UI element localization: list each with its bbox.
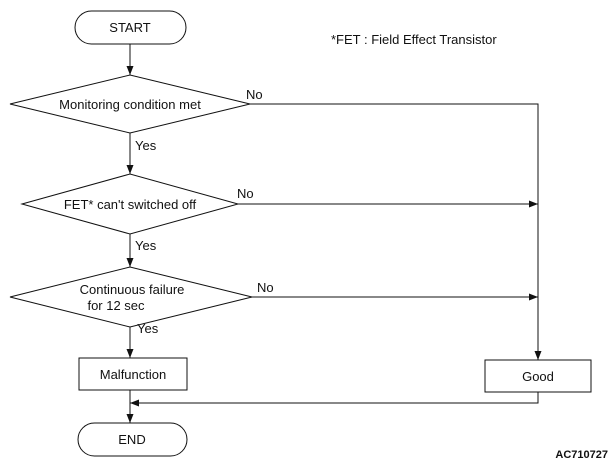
decision-monitoring-condition: Monitoring condition met bbox=[9, 74, 251, 134]
good-label: Good bbox=[522, 369, 554, 384]
decision-fet-switch: FET* can't switched off bbox=[20, 173, 240, 235]
arrowhead-start-d1 bbox=[126, 66, 134, 75]
edge-label-d2-yes: Yes bbox=[135, 238, 157, 253]
end-terminal: END bbox=[77, 422, 188, 457]
arrowhead-d2-d3 bbox=[126, 258, 134, 267]
arrowhead-malfunction-end bbox=[126, 414, 134, 423]
edge-label-d3-yes: Yes bbox=[137, 321, 159, 336]
decision-fet-label: FET* can't switched off bbox=[64, 197, 197, 212]
edge-label-d2-no: No bbox=[237, 186, 254, 201]
connectors bbox=[126, 44, 542, 423]
figure-id: AC710727 bbox=[555, 449, 608, 461]
fet-footnote: *FET : Field Effect Transistor bbox=[331, 32, 497, 47]
edge-label-d1-no: No bbox=[246, 87, 263, 102]
start-terminal: START bbox=[74, 10, 187, 45]
start-label: START bbox=[109, 20, 150, 35]
arrowhead-d3-no bbox=[529, 293, 538, 301]
end-label: END bbox=[118, 432, 145, 447]
decision-continuous-label-2: for 12 sec bbox=[87, 298, 145, 313]
malfunction-box: Malfunction bbox=[78, 357, 188, 391]
edge-label-d3-no: No bbox=[257, 280, 274, 295]
good-box: Good bbox=[484, 359, 592, 393]
decision-monitoring-label: Monitoring condition met bbox=[59, 97, 201, 112]
arrowhead-to-good bbox=[534, 351, 542, 360]
arrowhead-d2-no bbox=[529, 200, 538, 208]
edge-label-d1-yes: Yes bbox=[135, 138, 157, 153]
decision-continuous-label-1: Continuous failure bbox=[80, 282, 185, 297]
malfunction-label: Malfunction bbox=[100, 367, 166, 382]
decision-continuous-failure: Continuous failure for 12 sec bbox=[9, 266, 253, 328]
connector-good-merge bbox=[130, 392, 539, 404]
arrowhead-d3-malfunction bbox=[126, 349, 134, 358]
connector-d1-no bbox=[250, 103, 539, 360]
arrowhead-good-merge bbox=[130, 399, 139, 407]
arrowhead-d1-d2 bbox=[126, 165, 134, 174]
